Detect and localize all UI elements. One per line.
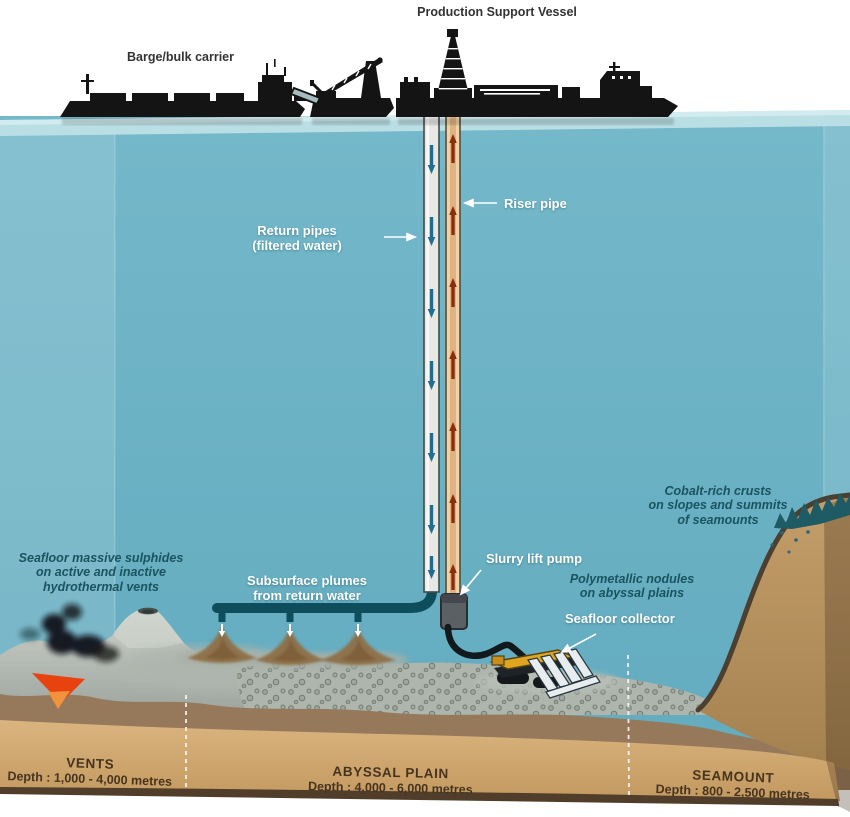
label-production-support-vessel: Production Support Vessel [417,5,577,19]
label-subsurface-plumes-line1: Subsurface plumes [247,573,367,588]
label-subsurface-plumes: Subsurface plumes from return water [232,573,382,604]
volcano [113,610,184,648]
label-return-pipes-line2: (filtered water) [252,238,342,254]
label-polymetallic-nodules: Polymetallic nodules on abyssal plains [569,572,695,601]
label-arrows [384,198,597,653]
hull-reflections [62,118,674,125]
crane-vessel-silhouette [289,57,394,117]
label-subsurface-plumes-line2: from return water [253,588,361,604]
label-cobalt-rich-crusts: Cobalt-rich crusts on slopes and summits… [648,484,788,527]
plume-down-arrows [221,624,359,631]
zone-vents: VENTS Depth : 1,000 - 4,000 metres [0,753,181,791]
depth-band [0,497,850,817]
return-pipe [423,113,440,593]
seamount [695,492,850,770]
label-seafloor-collector: Seafloor collector [565,611,675,626]
smoke-plume [20,604,119,662]
slurry-pump [440,593,468,630]
label-riser-pipe: Riser pipe [504,196,567,211]
cobalt-crust [770,493,850,554]
diffuser-pipe [212,585,437,637]
magma-chamber [32,673,85,709]
label-return-pipes-line1: Return pipes [257,223,337,238]
plume-cones [176,626,408,669]
ships [60,29,678,125]
zone-abyssal-plain: ABYSSAL PLAIN Depth : 4,000 - 6,000 metr… [288,763,494,799]
block-side-face [824,497,850,813]
label-barge-bulk-carrier: Barge/bulk carrier [127,50,234,64]
psv-silhouette [396,29,678,117]
label-slurry-lift-pump: Slurry lift pump [486,551,583,566]
collector-hose [444,623,534,666]
seafloor-collector-machine [476,648,620,699]
barge-silhouette [60,59,306,117]
riser-pipe [445,113,461,601]
label-return-pipes: Return pipes (filtered water) [216,223,378,254]
label-seafloor-massive-sulphides: Seafloor massive sulphides on active and… [18,551,184,594]
